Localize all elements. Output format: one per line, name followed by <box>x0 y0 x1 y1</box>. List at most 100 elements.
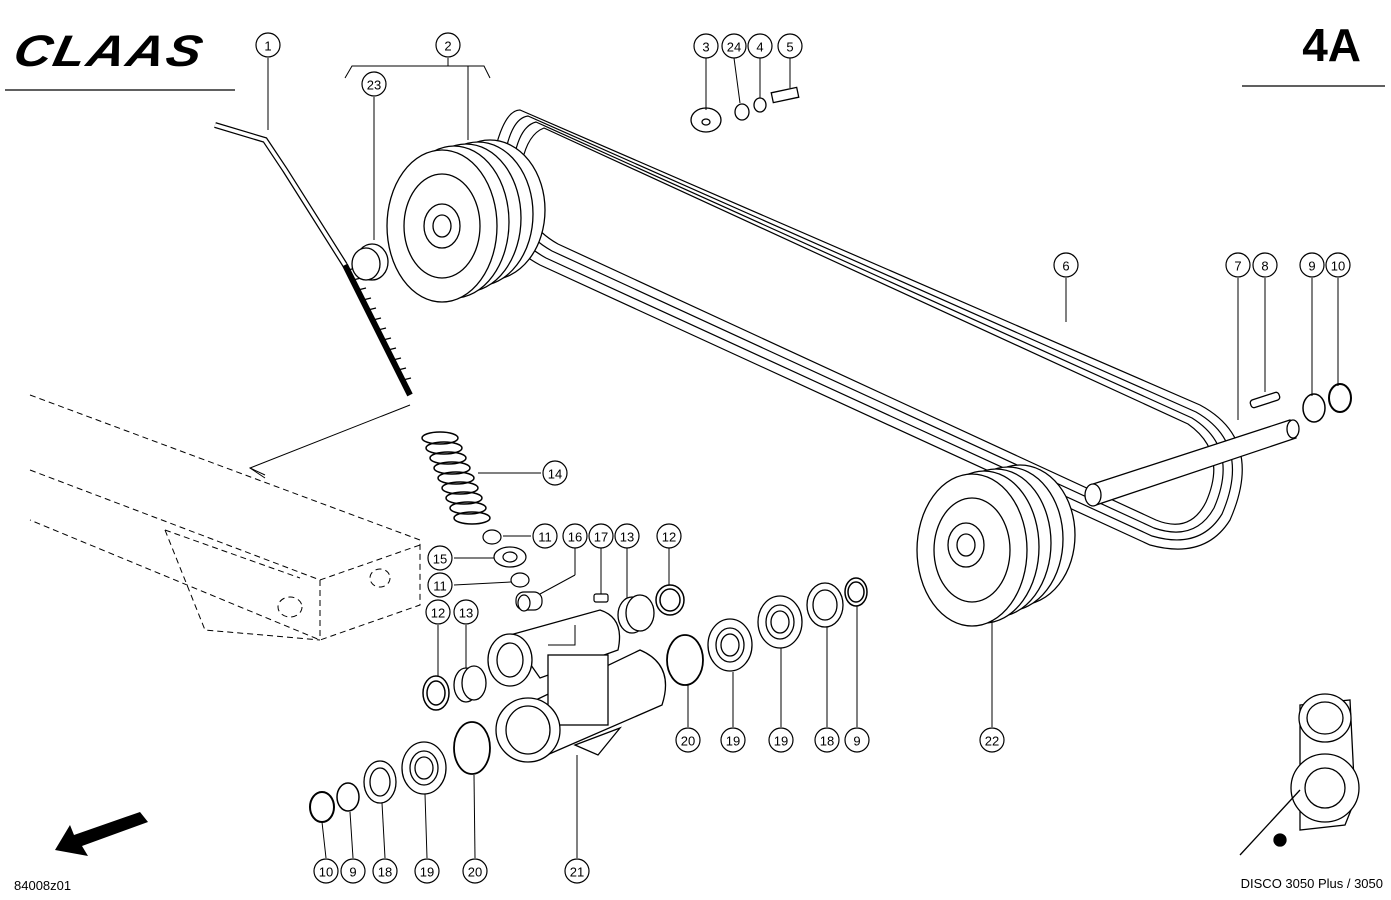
callout-c12a: 12 <box>656 523 682 549</box>
drawing-number: 84008z01 <box>14 878 72 893</box>
callout-number: 15 <box>433 552 447 567</box>
callout-number: 11 <box>538 530 552 545</box>
callout-number: 9 <box>1308 259 1315 274</box>
callout-c23: 23 <box>361 71 387 97</box>
position-inset <box>1239 693 1360 856</box>
callout-c10b: 10 <box>313 858 339 884</box>
callout-circle <box>340 858 366 884</box>
page-code: 4A <box>1302 19 1361 71</box>
callout-c9c: 9 <box>340 858 366 884</box>
callout-c6: 6 <box>1053 252 1079 278</box>
seal-18-left <box>363 760 397 804</box>
callout-c12b: 12 <box>425 599 451 625</box>
callout-number: 19 <box>726 734 740 749</box>
spherical-bearing <box>493 546 527 568</box>
callout-c7: 7 <box>1225 252 1251 278</box>
callout-circle <box>747 33 773 59</box>
callout-c24a: 24 <box>721 33 747 59</box>
callout-c5: 5 <box>777 33 803 59</box>
callout-number: 10 <box>319 865 333 880</box>
adjusting-rod <box>214 122 413 397</box>
callout-circle <box>814 727 840 753</box>
callout-c13b: 13 <box>453 599 479 625</box>
bearing-19-a <box>707 618 753 672</box>
callout-number: 2 <box>444 39 451 54</box>
callout-c16: 16 <box>562 523 588 549</box>
ring-9-shaft <box>1302 393 1326 423</box>
callout-c18b: 18 <box>372 858 398 884</box>
callout-number: 22 <box>985 734 999 749</box>
callout-number: 16 <box>568 530 582 545</box>
callout-circle <box>1299 252 1325 278</box>
nut-lower <box>510 572 530 588</box>
callout-circle <box>462 858 488 884</box>
washer-3 <box>690 107 722 133</box>
circlip-10-left <box>309 791 335 823</box>
brand-logo: CLAAS <box>9 26 209 77</box>
callout-circle <box>979 727 1005 753</box>
frame-beam <box>29 394 421 641</box>
callout-number: 20 <box>468 865 482 880</box>
callout-c9b: 9 <box>844 727 870 753</box>
circlip-20-right <box>666 634 704 686</box>
callout-circle <box>844 727 870 753</box>
callout-number: 17 <box>594 530 608 545</box>
callout-number: 24 <box>727 40 741 55</box>
callout-c3: 3 <box>693 33 719 59</box>
callout-circle <box>425 599 451 625</box>
nut-upper <box>482 529 502 545</box>
callout-number: 6 <box>1062 259 1069 274</box>
callout-c21: 21 <box>564 858 590 884</box>
callout-circle <box>361 71 387 97</box>
callout-c4: 4 <box>747 33 773 59</box>
callout-c2: 2 <box>435 32 461 58</box>
callout-circle <box>427 545 453 571</box>
callout-circle <box>693 33 719 59</box>
circlip-10-shaft <box>1328 383 1352 413</box>
callout-c9a: 9 <box>1299 252 1325 278</box>
bush-13-right <box>617 594 655 634</box>
circlip-20-left <box>453 721 491 775</box>
callout-circle <box>656 523 682 549</box>
callout-circle <box>1252 252 1278 278</box>
callout-c11a: 11 <box>532 523 558 549</box>
callout-circle <box>777 33 803 59</box>
upper-pulley <box>386 139 546 303</box>
callout-c1: 1 <box>255 32 281 58</box>
callout-c19a: 19 <box>720 727 746 753</box>
rod-end-bolt <box>515 591 543 612</box>
callout-circle <box>313 858 339 884</box>
spacer-bush-23 <box>351 243 389 281</box>
callout-circle <box>1225 252 1251 278</box>
rod-leader-2 <box>249 467 266 476</box>
washer-4 <box>753 97 767 113</box>
callout-circle <box>453 599 479 625</box>
callout-circle <box>675 727 701 753</box>
callout-c15: 15 <box>427 545 453 571</box>
callout-circle <box>372 858 398 884</box>
tensioner-housing <box>487 609 667 763</box>
callout-c17: 17 <box>588 523 614 549</box>
callout-number: 4 <box>756 40 763 55</box>
drive-shaft <box>1084 419 1300 507</box>
callout-number: 18 <box>820 734 834 749</box>
callout-c10a: 10 <box>1325 252 1351 278</box>
callout-number: 8 <box>1261 259 1268 274</box>
callout-number: 7 <box>1234 259 1241 274</box>
callout-circle <box>614 523 640 549</box>
callout-circle <box>1325 252 1351 278</box>
ring-9-right <box>844 577 868 607</box>
callout-number: 20 <box>681 734 695 749</box>
feather-key <box>1249 391 1281 409</box>
callout-number: 14 <box>548 467 562 482</box>
callout-c20a: 20 <box>675 727 701 753</box>
callout-number: 13 <box>620 530 634 545</box>
callout-circle <box>564 858 590 884</box>
callout-number: 18 <box>378 865 392 880</box>
callout-c19c: 19 <box>414 858 440 884</box>
ring-12-right <box>655 584 685 616</box>
callout-number: 12 <box>662 530 676 545</box>
callout-number: 21 <box>570 865 584 880</box>
callout-number: 11 <box>433 579 447 594</box>
